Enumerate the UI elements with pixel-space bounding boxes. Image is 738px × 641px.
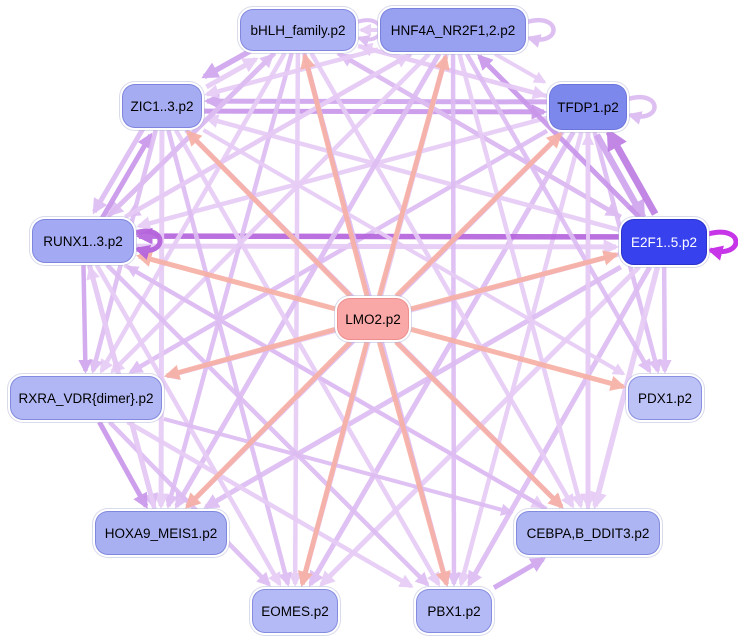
edge-Z-R (92, 126, 146, 215)
edge-L-T (394, 132, 563, 298)
edge-E-P (657, 266, 672, 374)
node-label: CEBPA,B_DDIT3.p2 (526, 525, 650, 541)
edge-B-E (336, 51, 620, 217)
node-rxra-vdr-dimer[interactable]: RXRA_VDR{dimer}.p2 (10, 376, 162, 420)
node-zic1-3[interactable]: ZIC1..3.p2 (122, 84, 202, 128)
self-loop-H (526, 18, 556, 48)
node-runx1-3[interactable]: RUNX1..3.p2 (32, 219, 134, 263)
node-label: bHLH_family.p2 (250, 22, 346, 38)
node-eomes[interactable]: EOMES.p2 (252, 589, 338, 633)
node-label: EOMES.p2 (261, 603, 329, 619)
node-label: HOXA9_MEIS1.p2 (104, 525, 218, 541)
edge-L-Eo (297, 341, 370, 588)
edge-C-R (125, 265, 548, 511)
node-label: HNF4A_NR2F1,2.p2 (390, 22, 516, 38)
node-label: TFDP1.p2 (557, 99, 619, 115)
edge-R-H (123, 54, 410, 219)
node-pdx1[interactable]: PDX1.p2 (628, 376, 702, 420)
node-bhlh-family[interactable]: bHLH_family.p2 (240, 9, 356, 51)
edge-L-Ho (184, 340, 352, 509)
edge-R-E (135, 239, 620, 255)
node-cebpa-b-ddit3[interactable]: CEBPA,B_DDIT3.p2 (516, 511, 660, 555)
node-label: PBX1.p2 (427, 603, 481, 619)
edge-B-Z (201, 46, 256, 80)
node-label: RXRA_VDR{dimer}.p2 (18, 390, 154, 406)
edge-R-X (78, 264, 93, 374)
edge-L-C (394, 340, 564, 509)
node-label: ZIC1..3.p2 (130, 98, 194, 114)
edge-L-Pb (376, 341, 451, 588)
edge-L-P (410, 326, 627, 391)
edge-L-B (300, 52, 370, 297)
node-pbx1[interactable]: PBX1.p2 (416, 589, 492, 633)
self-loop-R (134, 228, 163, 260)
edge-E-Ho (203, 264, 623, 510)
edge-E-R (135, 227, 620, 245)
edge-L-H (376, 53, 450, 297)
edge-H-Ho (174, 52, 442, 509)
edge-T-X (128, 128, 549, 374)
edge-H-Pb (446, 53, 461, 587)
edge-T-E (594, 133, 646, 221)
edge-X-Pb (126, 420, 414, 589)
edge-E-C (590, 266, 661, 510)
node-tfdp1[interactable]: TFDP1.p2 (549, 84, 627, 130)
self-loop-T (627, 95, 657, 125)
edge-L-E (410, 250, 620, 312)
edge-B-X (99, 51, 287, 374)
edge-Z-P (202, 128, 626, 376)
edge-L-R (135, 251, 336, 312)
node-label: LMO2.p2 (345, 311, 401, 327)
edge-Pb-C (492, 556, 547, 590)
edge-H-T (494, 52, 547, 84)
edge-B-Eo (288, 52, 303, 587)
node-label: RUNX1..3.p2 (43, 233, 123, 249)
edge-Z-Pb (173, 128, 441, 587)
edge-T-Z (203, 93, 548, 109)
node-label: PDX1.p2 (637, 390, 693, 406)
edge-E-T (605, 128, 659, 216)
edge-Z-B (205, 57, 259, 90)
edge-X-C (163, 417, 514, 516)
node-label: E2F1..5.p2 (630, 234, 698, 250)
edge-H-Z (204, 47, 379, 99)
node-lmo2[interactable]: LMO2.p2 (337, 298, 409, 340)
self-loop-E (706, 229, 738, 261)
edge-H-P (464, 52, 652, 374)
edge-L-X (163, 327, 336, 380)
node-hoxa9-meis1[interactable]: HOXA9_MEIS1.p2 (95, 511, 227, 555)
node-e2f1-5[interactable]: E2F1..5.p2 (621, 219, 707, 265)
node-hnf4a-nr2f1-2[interactable]: HNF4A_NR2F1,2.p2 (380, 8, 526, 52)
edge-L-Z (185, 130, 352, 298)
edge-X-Ho (97, 420, 149, 509)
edge-R-Z (99, 132, 153, 221)
